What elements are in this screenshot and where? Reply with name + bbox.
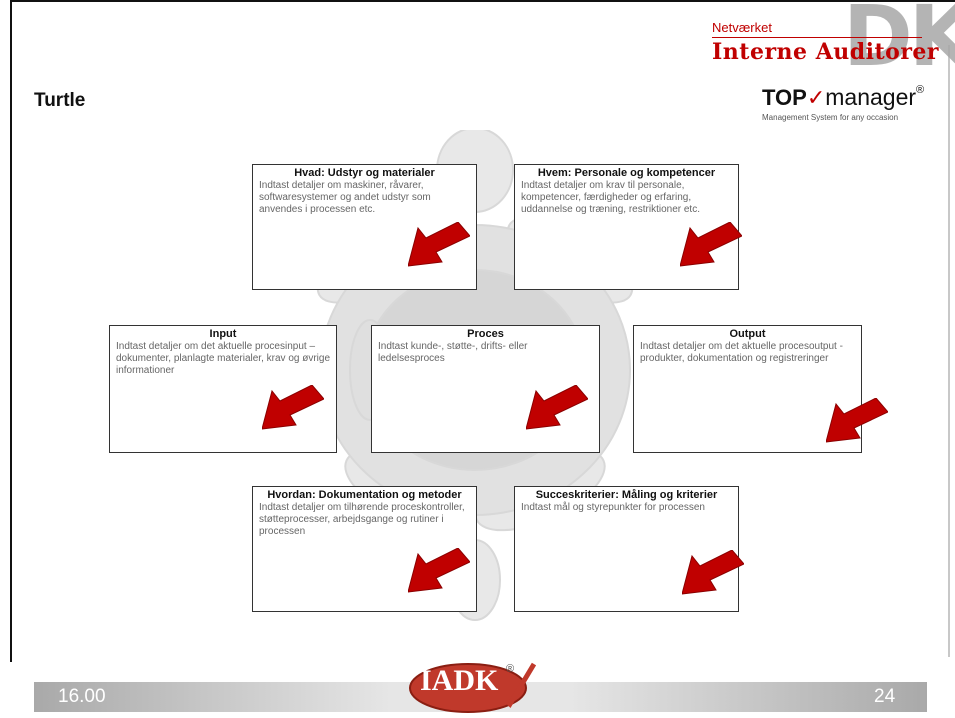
iadk-text: IADK [420,664,499,697]
dk-logo-mark: DK [843,0,955,85]
network-name: Interne Auditorer [712,39,940,65]
frame-right-border [948,45,950,657]
topmanager-manager: manager [825,84,917,110]
frame-left-border [10,0,12,662]
box-title: Hvad: Udstyr og materialer [294,167,435,179]
topmanager-top: TOP [762,85,807,110]
box-input[interactable]: Input Indtast detaljer om det aktuelle p… [109,325,337,453]
box-title: Hvem: Personale og kompetencer [537,167,716,179]
red-arrow-icon [680,222,742,267]
logo-underline [712,37,922,38]
iadk-registered-mark: ® [506,663,514,675]
red-arrow-icon [408,222,470,267]
box-description: Indtast kunde-, støtte-, drifts- eller l… [378,341,528,364]
box-description: Indtast detaljer om tilhørende proceskon… [259,502,465,537]
box-title: Input [209,328,237,340]
box-output[interactable]: Output Indtast detaljer om det aktuelle … [633,325,862,453]
box-title: Proces [467,328,504,340]
red-arrow-icon [526,385,588,430]
footer-time: 16.00 [58,686,106,707]
network-label: Netværket [712,20,772,35]
box-description: Indtast detaljer om krav til personale, … [521,180,700,215]
box-process[interactable]: Proces Indtast kunde-, støtte-, drifts- … [371,325,600,453]
slide-title: Turtle [34,90,86,111]
topmanager-logo: TOP✓manager® [762,84,924,111]
box-description: Indtast detaljer om maskiner, råvarer, s… [259,180,431,215]
topmanager-tagline: Management System for any occasion [762,113,899,122]
box-description: Indtast mål og styrepunkter for processe… [521,502,705,513]
box-title: Hvordan: Dokumentation og metoder [267,489,462,501]
red-arrow-icon [262,385,324,430]
box-title: Succeskriterier: Måling og kriterier [535,489,718,501]
frame-top-border [10,0,955,2]
red-arrow-icon [408,548,470,593]
box-description: Indtast detaljer om det aktuelle procesi… [116,341,330,376]
box-what-equipment[interactable]: Hvad: Udstyr og materialer Indtast detal… [252,164,477,290]
page-number: 24 [874,686,896,707]
box-how-documentation[interactable]: Hvordan: Dokumentation og metoder Indtas… [252,486,477,612]
red-arrow-icon [682,550,744,595]
box-description: Indtast detaljer om det aktuelle proceso… [640,341,843,364]
iadk-logo: ® [409,662,536,713]
red-arrow-icon [826,398,888,443]
box-title: Output [729,328,766,340]
box-who-personnel[interactable]: Hvem: Personale og kompetencer Indtast d… [514,164,739,290]
registered-mark: ® [916,84,925,96]
check-icon: ✓ [806,85,826,110]
